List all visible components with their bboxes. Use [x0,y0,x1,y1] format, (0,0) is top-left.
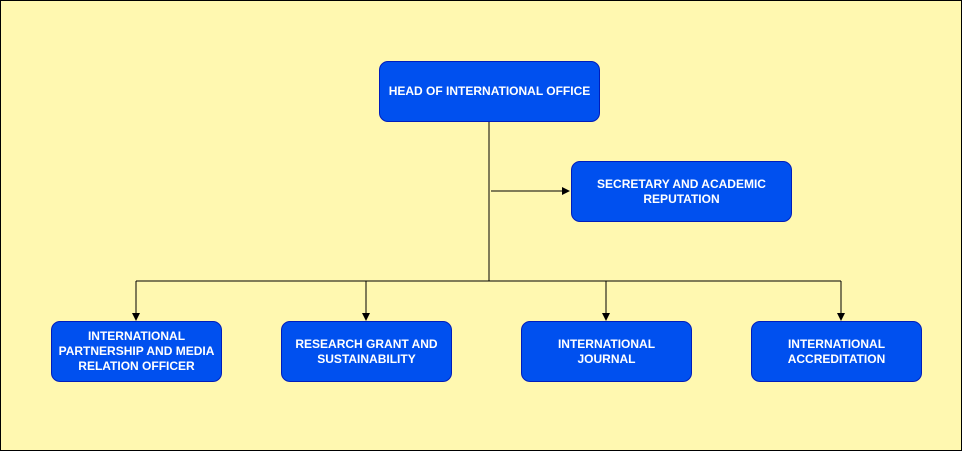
department-node-journal: INTERNATIONAL JOURNAL [521,321,692,382]
department-label: RESEARCH GRANT AND SUSTAINABILITY [295,336,438,366]
head-node: HEAD OF INTERNATIONAL OFFICE [379,61,600,122]
department-label: INTERNATIONAL JOURNAL [557,336,656,366]
department-label: INTERNATIONAL ACCREDITATION [787,336,886,366]
department-label: INTERNATIONAL PARTNERSHIP AND MEDIA RELA… [58,329,215,373]
department-node-research: RESEARCH GRANT AND SUSTAINABILITY [281,321,452,382]
department-node-accreditation: INTERNATIONAL ACCREDITATION [751,321,922,382]
secretary-label: SECRETARY AND ACADEMIC REPUTATION [597,176,766,206]
head-label: HEAD OF INTERNATIONAL OFFICE [388,84,591,98]
department-node-partnership: INTERNATIONAL PARTNERSHIP AND MEDIA RELA… [51,321,222,382]
secretary-node: SECRETARY AND ACADEMIC REPUTATION [571,161,792,222]
